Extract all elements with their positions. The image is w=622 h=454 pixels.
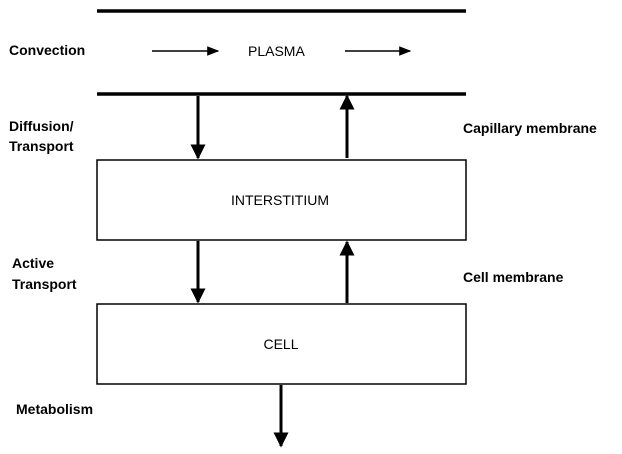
cell-membrane-label: Cell membrane [463, 269, 564, 285]
plasma-label: PLASMA [248, 43, 305, 59]
cell-label: CELL [263, 336, 299, 352]
active-transport-label-line1: Active [12, 255, 55, 271]
capillary-membrane-label: Capillary membrane [463, 120, 597, 136]
diffusion-transport-label-line1: Diffusion/ [9, 118, 74, 134]
cell-box [96, 303, 467, 385]
active-transport-label-line2: Transport [12, 276, 77, 292]
diffusion-transport-label-line2: Transport [9, 138, 74, 154]
metabolism-label: Metabolism [16, 401, 94, 417]
interstitium-label: INTERSTITIUM [231, 192, 329, 208]
convection-label: Convection [9, 42, 86, 58]
interstitium-box [96, 159, 467, 241]
